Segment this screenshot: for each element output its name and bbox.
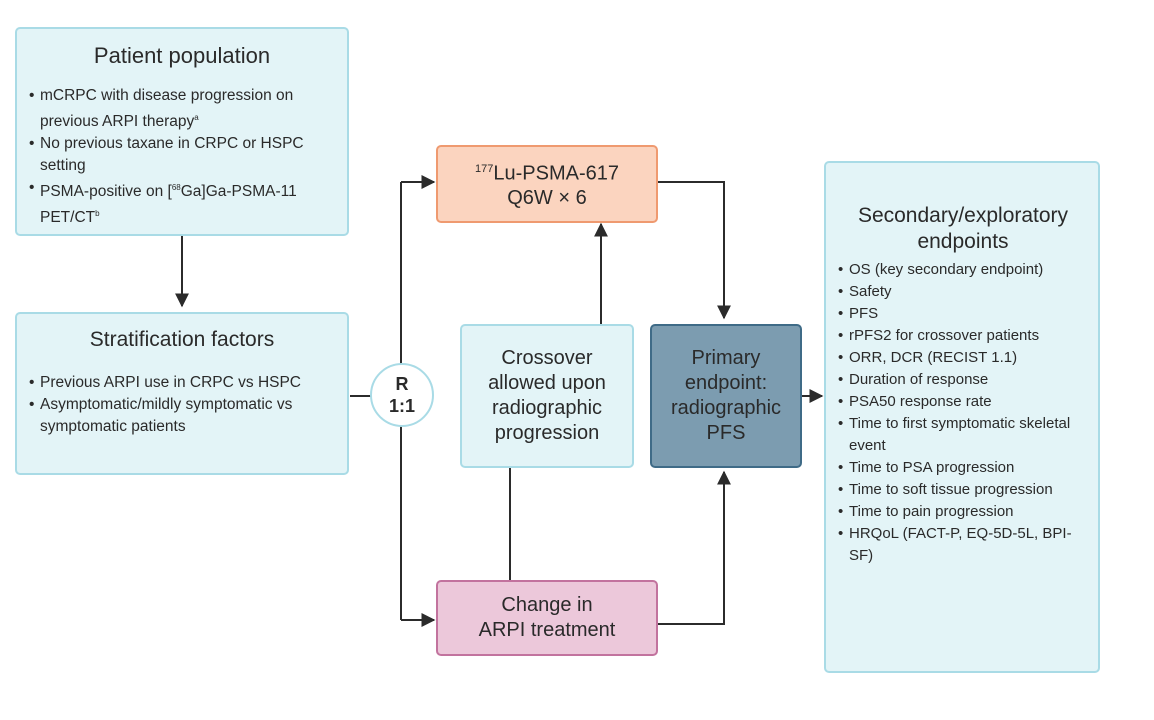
change-arpi-line2: ARPI treatment [478,619,616,641]
lu-psma-schedule: Q6W × 6 [507,187,587,210]
list-item: PFS [838,303,1088,325]
list-item: mCRPC with disease progression on previo… [29,85,335,133]
randomization-label: R [395,374,409,394]
list-item: ORR, DCR (RECIST 1.1) [838,347,1088,369]
patient-population-list: mCRPC with disease progression on previo… [29,85,335,229]
list-item: HRQoL (FACT-P, EQ-5D-5L, BPI-SF) [838,523,1088,567]
change-arpi-box: Change in ARPI treatment [436,580,658,656]
list-item: Time to soft tissue progression [838,479,1088,501]
change-arpi-line1: Change in [501,594,593,616]
primary-line1: Primary [691,347,761,369]
lu-psma-name: 177Lu-PSMA-617 [475,162,619,185]
list-item: No previous taxane in CRPC or HSPC setti… [29,133,335,177]
list-item: Safety [838,281,1088,303]
list-item: Duration of response [838,369,1088,391]
patient-population-box: Patient population mCRPC with disease pr… [15,27,349,236]
randomization-ratio: 1:1 [388,396,415,416]
patient-population-title: Patient population [93,43,271,68]
crossover-text: Crossover allowed upon radiographic prog… [488,347,606,444]
secondary-endpoints-box: Secondary/exploratory endpoints OS (key … [824,161,1100,673]
list-item: Asymptomatic/mildly symptomatic vs sympt… [29,394,335,438]
stratification-box: Stratification factors Previous ARPI use… [15,312,349,475]
arrow-lu-psma-to-primary [658,181,731,320]
list-item: PSA50 response rate [838,391,1088,413]
arrow-change-arpi-to-primary [658,470,731,625]
secondary-title: Secondary/exploratory endpoints [857,204,1069,253]
randomization-circle: R 1:1 [370,363,434,427]
list-item: OS (key secondary endpoint) [838,259,1088,281]
list-item: PSMA-positive on [68Ga]Ga-PSMA-11 PET/CT… [29,177,335,229]
lu-psma-box: 177Lu-PSMA-617 Q6W × 6 [436,145,658,223]
crossover-box: Crossover allowed upon radiographic prog… [460,324,634,468]
stratification-title: Stratification factors [89,328,275,351]
primary-endpoint-box: Primary endpoint: radiographic PFS [650,324,802,468]
primary-line4: PFS [706,422,746,444]
list-item: rPFS2 for crossover patients [838,325,1088,347]
secondary-list: OS (key secondary endpoint) Safety PFS r… [838,259,1088,567]
list-item: Time to first symptomatic skeletal event [838,413,1088,457]
list-item: Previous ARPI use in CRPC vs HSPC [29,372,335,394]
primary-line2: endpoint: [684,372,768,394]
stratification-list: Previous ARPI use in CRPC vs HSPC Asympt… [29,372,335,438]
list-item: Time to PSA progression [838,457,1088,479]
list-item: Time to pain progression [838,501,1088,523]
primary-line3: radiographic [670,397,782,419]
